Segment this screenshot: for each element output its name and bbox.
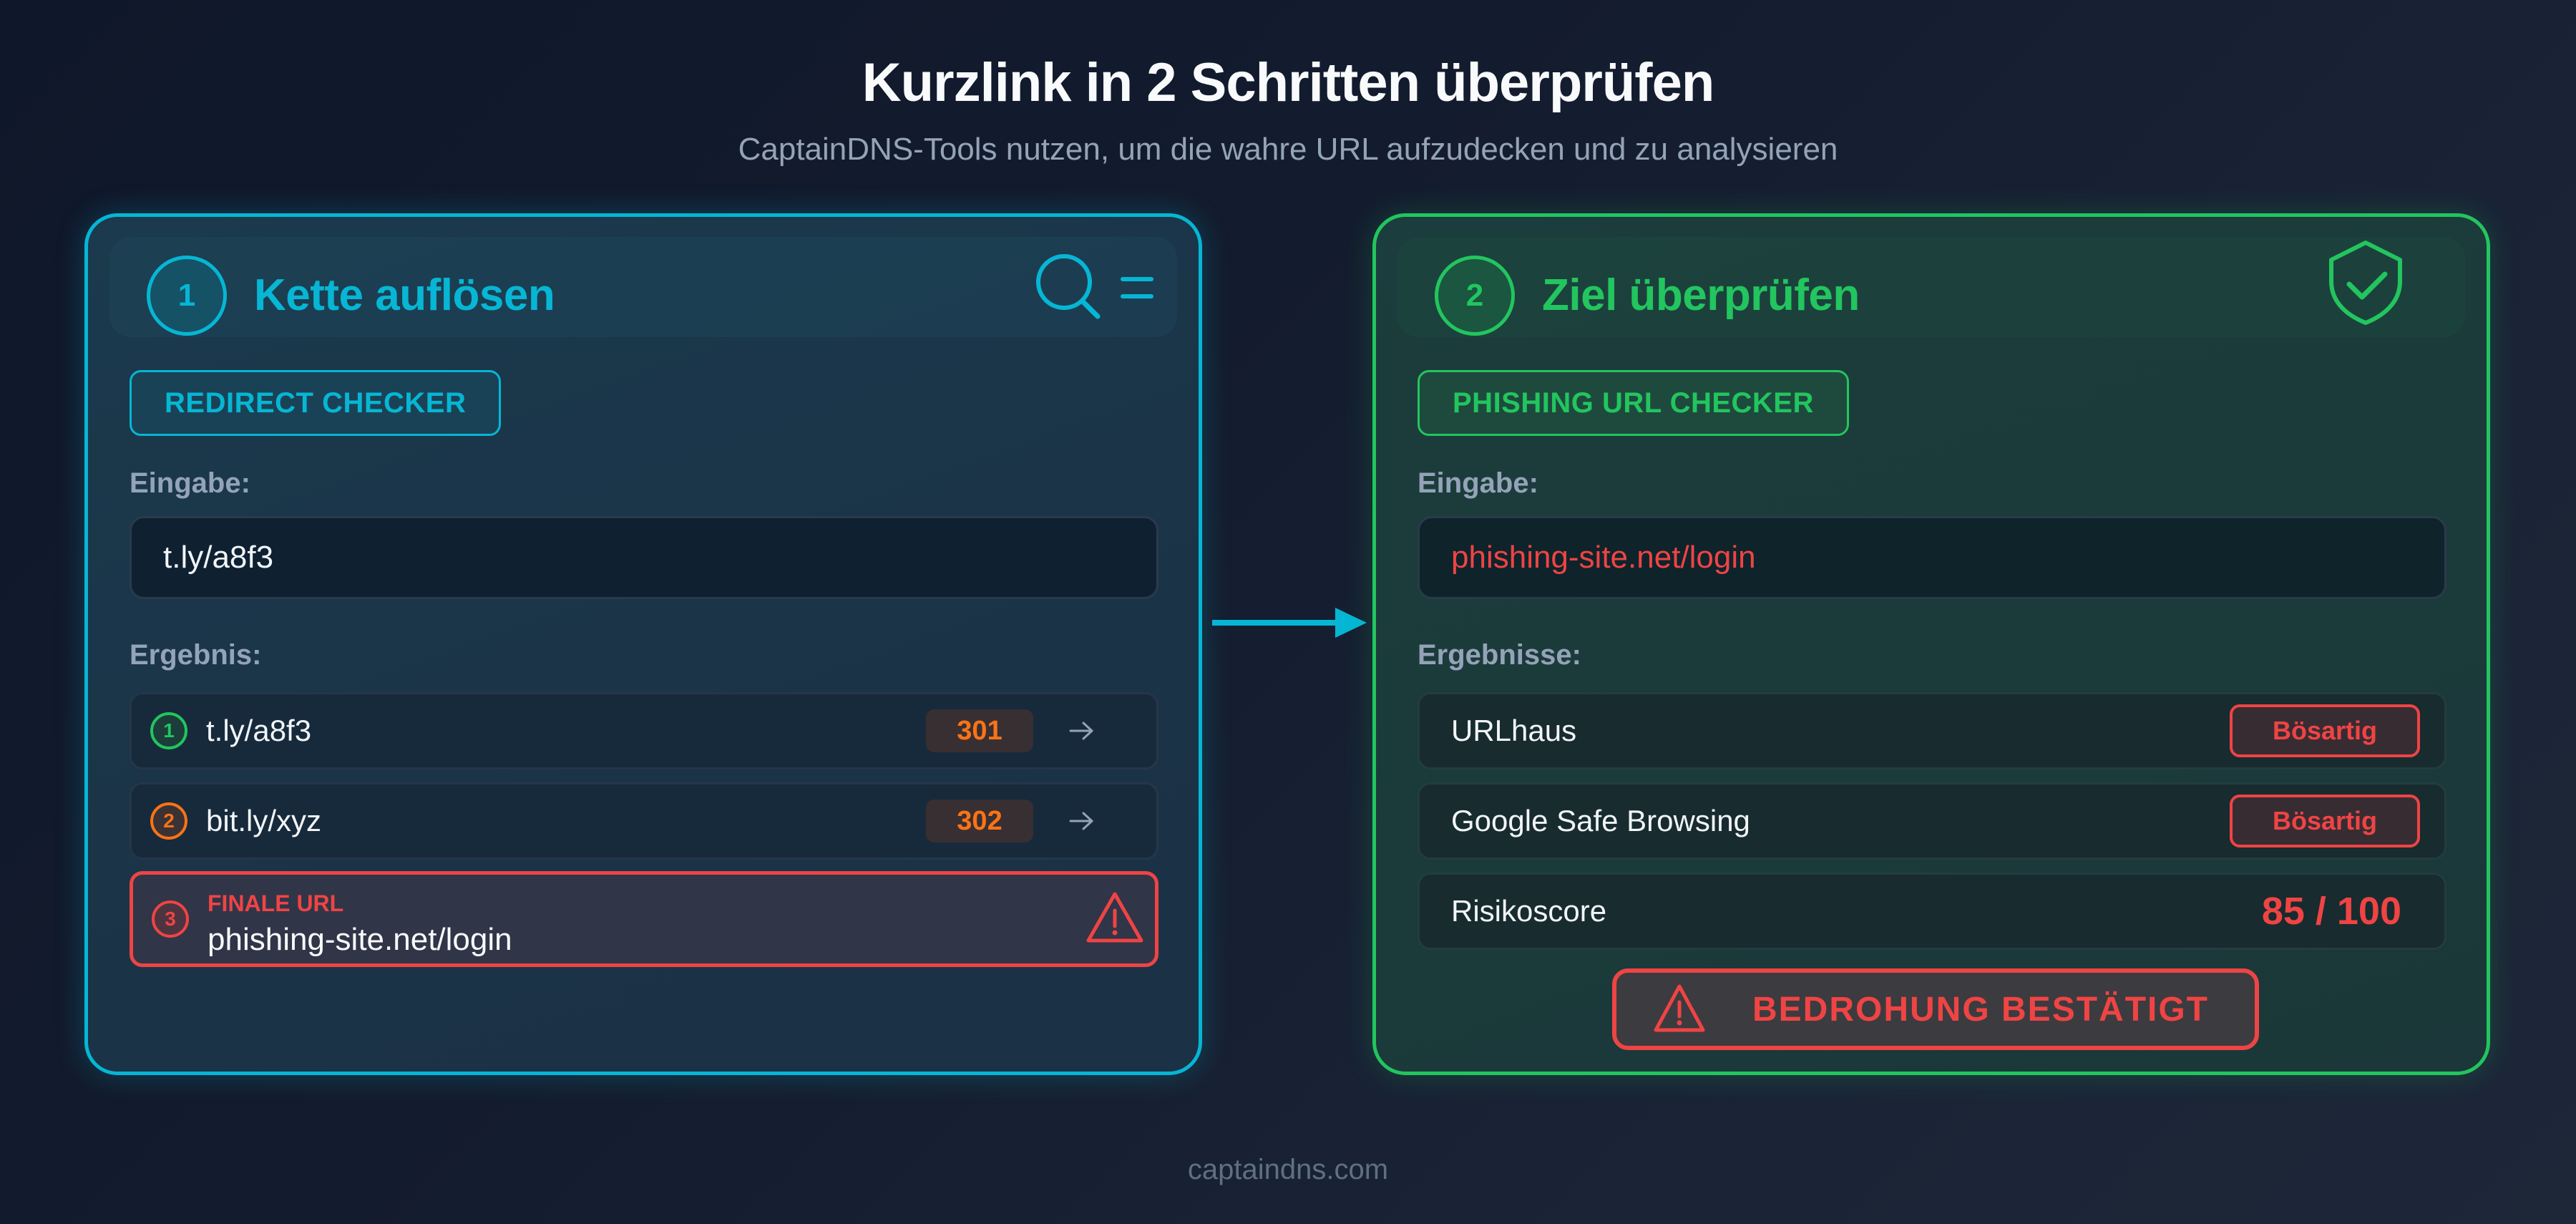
step2-number-badge: 2	[1435, 256, 1515, 336]
phishing-url-checker-badge[interactable]: PHISHING URL CHECKER	[1418, 370, 1849, 436]
warning-icon	[1086, 892, 1143, 943]
step1-panel: 1 Kette auflösen REDIRECT CHECKER Eingab…	[84, 213, 1202, 1075]
risk-score-row: Risikoscore 85 / 100	[1418, 873, 2446, 950]
step2-url-input[interactable]: phishing-site.net/login	[1418, 516, 2446, 599]
result-source: URLhaus	[1451, 714, 1577, 747]
search-icon	[1036, 254, 1101, 319]
risk-score-value: 85 / 100	[2261, 890, 2401, 933]
redirect-row: 1 t.ly/a8f3 301	[130, 692, 1158, 769]
step2-input-label: Eingabe:	[1418, 467, 1538, 499]
verdict-badge: Bösartig	[2230, 795, 2420, 847]
hop-number: 1	[150, 712, 187, 749]
final-url-value: phishing-site.net/login	[208, 922, 512, 957]
menu-icon	[1121, 277, 1153, 298]
result-row: URLhaus Bösartig	[1418, 692, 2446, 769]
step1-title: Kette auflösen	[254, 271, 555, 320]
step1-input-label: Eingabe:	[130, 467, 250, 499]
shield-check-icon	[2329, 241, 2402, 325]
threat-banner-text: BEDROHUNG BESTÄTIGT	[1752, 990, 2209, 1029]
step1-header: 1 Kette auflösen	[109, 237, 1177, 337]
status-code-badge: 301	[926, 709, 1033, 752]
hop-url: bit.ly/xyz	[206, 804, 322, 837]
step2-header: 2 Ziel überprüfen	[1397, 237, 2465, 337]
step2-result-label: Ergebnisse:	[1418, 639, 1581, 671]
step2-title: Ziel überprüfen	[1542, 271, 1860, 320]
flow-arrow-icon	[1212, 608, 1367, 638]
arrow-right-icon	[1069, 722, 1093, 740]
redirect-checker-badge[interactable]: REDIRECT CHECKER	[130, 370, 502, 436]
threat-confirmed-banner: BEDROHUNG BESTÄTIGT	[1612, 968, 2259, 1050]
step1-result-label: Ergebnis:	[130, 639, 262, 671]
hop-number: 3	[152, 900, 189, 938]
warning-icon	[1654, 984, 1705, 1032]
footer-brand: captaindns.com	[1187, 1154, 1389, 1185]
step1-number-badge: 1	[147, 256, 227, 336]
step1-url-input[interactable]: t.ly/a8f3	[130, 516, 1158, 599]
result-source: Google Safe Browsing	[1451, 804, 1750, 837]
status-code-badge: 302	[926, 800, 1033, 842]
result-row: Google Safe Browsing Bösartig	[1418, 782, 2446, 860]
arrow-right-icon	[1069, 812, 1093, 830]
final-url-label: FINALE URL	[208, 890, 344, 916]
page-title: Kurzlink in 2 Schritten überprüfen	[862, 52, 1715, 113]
redirect-row: 2 bit.ly/xyz 302	[130, 782, 1158, 860]
hop-url: t.ly/a8f3	[206, 714, 312, 747]
final-url-row: 3 FINALE URL phishing-site.net/login	[130, 871, 1158, 967]
verdict-badge: Bösartig	[2230, 704, 2420, 757]
hop-number: 2	[150, 802, 187, 840]
step2-panel: 2 Ziel überprüfen PHISHING URL CHECKER E…	[1372, 213, 2490, 1075]
page-subtitle: CaptainDNS-Tools nutzen, um die wahre UR…	[738, 132, 1838, 167]
risk-score-label: Risikoscore	[1451, 894, 1607, 928]
